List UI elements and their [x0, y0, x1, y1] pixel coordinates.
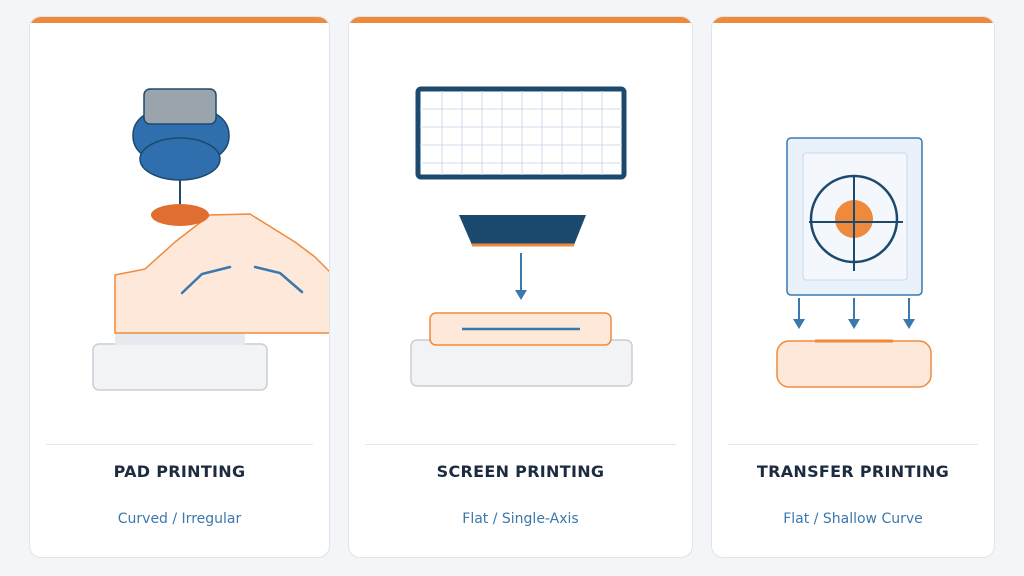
card-pad-printing: PAD PRINTING Curved / Irregular [29, 16, 330, 558]
card-title: PAD PRINTING [113, 462, 246, 481]
card-subtitle: Curved / Irregular [117, 511, 242, 527]
card-subtitle: Flat / Single-Axis [462, 511, 579, 527]
screen-printer-icon [410, 86, 633, 387]
card-accent-bar [30, 17, 329, 23]
card-title: SCREEN PRINTING [436, 462, 605, 481]
card-accent-bar [349, 17, 692, 23]
card-screen-printing: SCREEN PRINTING Flat / Single-Axis [348, 16, 693, 558]
pad-printer-icon [92, 88, 329, 391]
transfer-printer-icon [776, 137, 932, 388]
card-divider [365, 444, 676, 445]
card-title: TRANSFER PRINTING [756, 462, 950, 481]
card-accent-bar [712, 17, 994, 23]
card-divider [46, 444, 313, 445]
card-transfer-printing: TRANSFER PRINTING Flat / Shallow Curve [711, 16, 995, 558]
card-divider [728, 444, 978, 445]
card-subtitle: Flat / Shallow Curve [783, 511, 923, 527]
